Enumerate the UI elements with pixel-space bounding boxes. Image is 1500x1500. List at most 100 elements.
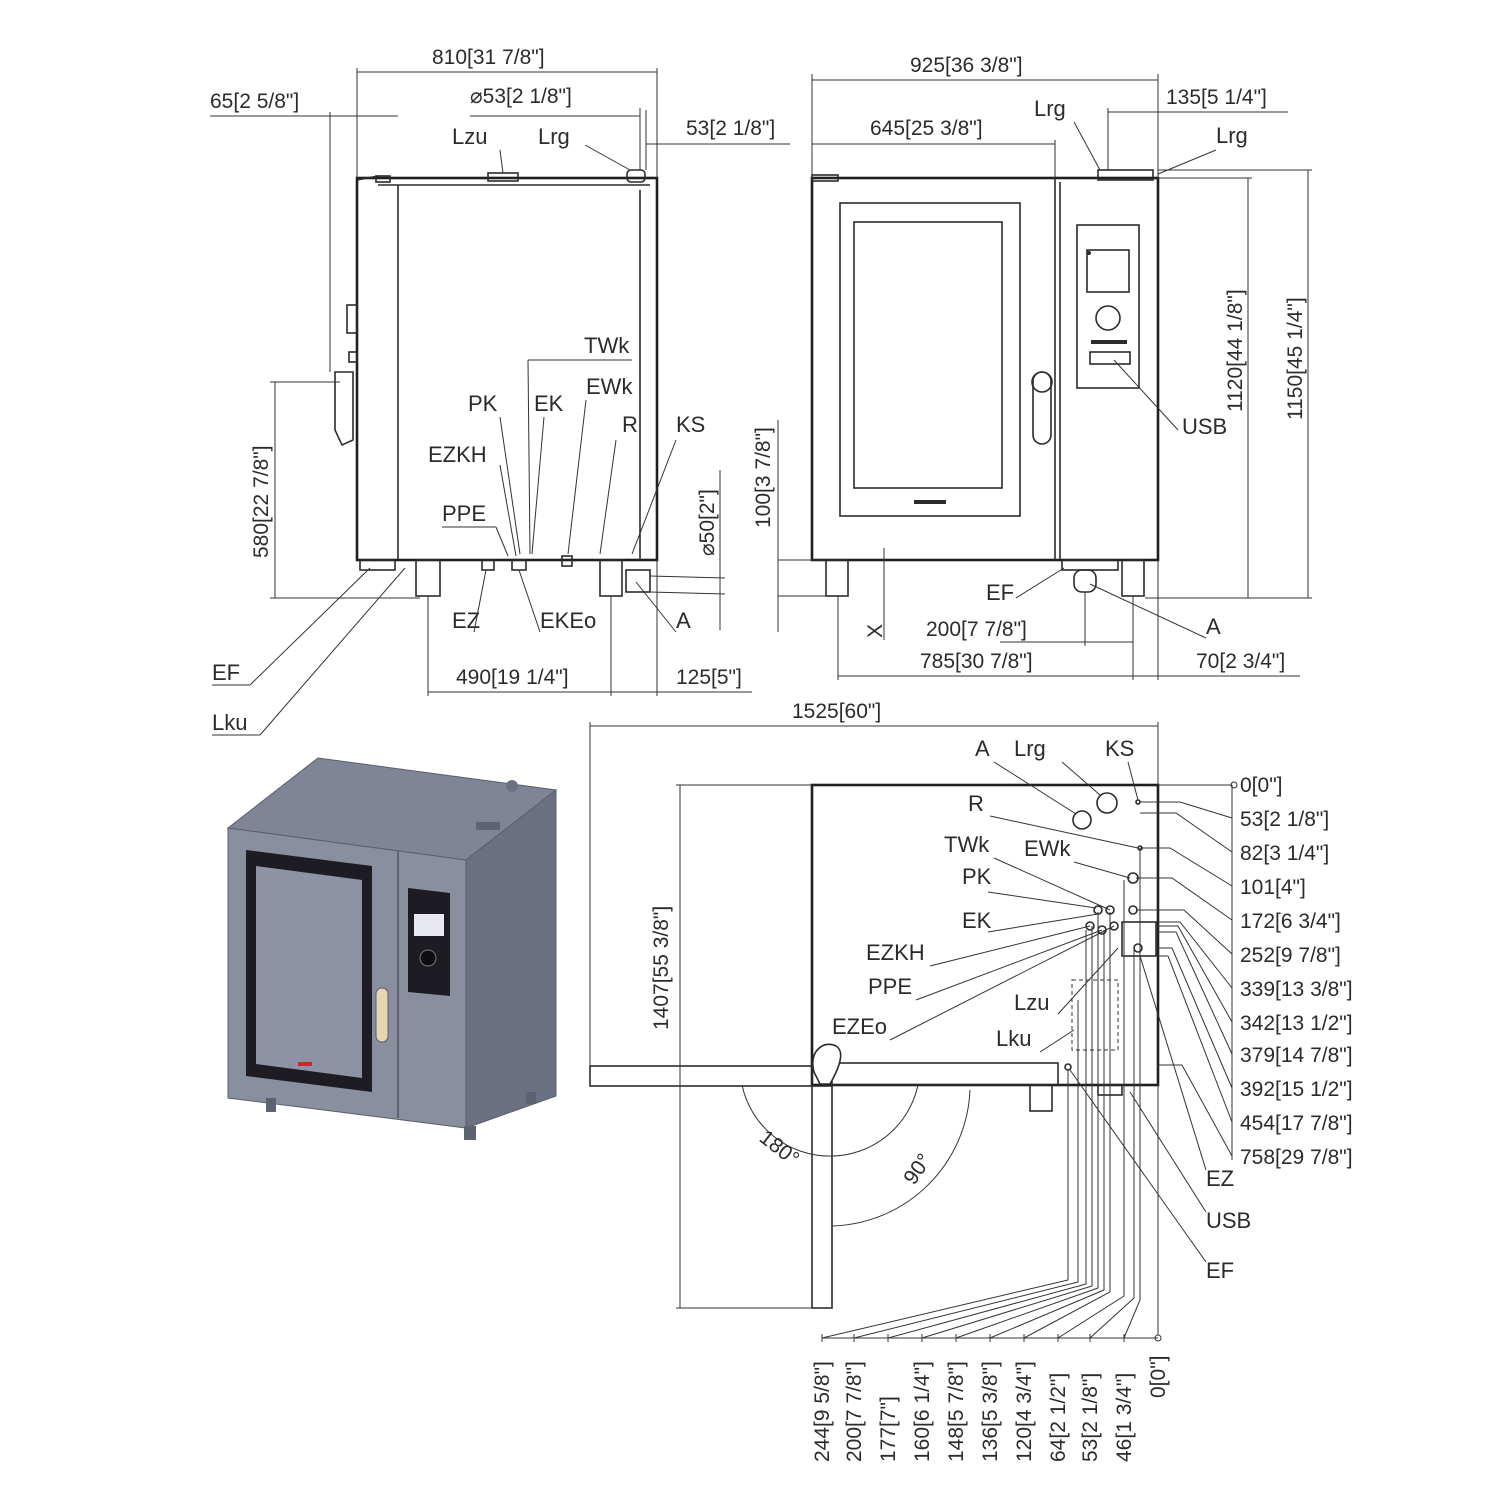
- side-width-dim: 810[31 7/8"]: [432, 46, 545, 69]
- side-handle: [334, 371, 354, 447]
- top-door-handle: [811, 1043, 842, 1085]
- front-door-glass: [853, 221, 1003, 489]
- top-total-depth-dim: 1525[60"]: [792, 700, 881, 723]
- front-control-panel: [1076, 224, 1140, 389]
- front-drain: [1073, 569, 1097, 593]
- bottom-ordinate-0: 0[0"]: [1147, 1356, 1170, 1398]
- side-leg-rear: [599, 559, 623, 597]
- front-view: 925[36 3/8"] 645[25 3/8"] 135[5 1/4"] 11…: [752, 54, 1312, 680]
- front-door-width-dim: 645[25 3/8"]: [870, 117, 983, 140]
- angle-90-label: 90°: [899, 1150, 936, 1189]
- side-leg-front: [415, 559, 441, 597]
- front-door-frame: [839, 202, 1021, 517]
- side-label-ef: EF: [212, 660, 240, 685]
- bottom-ordinate-160: 160[6 1/4"]: [911, 1361, 934, 1462]
- side-label-ekeo: EKEo: [540, 608, 596, 633]
- right-ordinate-82: 82[3 1/4"]: [1240, 842, 1329, 865]
- front-label-a: A: [1206, 614, 1221, 639]
- side-label-r: R: [622, 412, 638, 437]
- bottom-ordinate-200: 200[7 7/8"]: [843, 1361, 866, 1462]
- side-rear-offset-dim: 125[5"]: [676, 666, 742, 689]
- top-label-a: A: [975, 736, 990, 761]
- side-leg-span-dim: 490[19 1/4"]: [456, 666, 569, 689]
- side-drain-diameter-dim: ⌀50[2"]: [696, 489, 719, 556]
- right-ordinate-392: 392[15 1/2"]: [1240, 1078, 1353, 1101]
- front-view-body: [810, 176, 1160, 562]
- front-right-offset-dim: 135[5 1/4"]: [1166, 86, 1267, 109]
- front-usb-port: [1089, 351, 1131, 365]
- door-swing-open: [589, 1065, 813, 1087]
- front-height-body-dim: 1120[44 1/8"]: [1224, 289, 1247, 412]
- oven-3d-illustration: [226, 757, 558, 1140]
- top-label-ez: EZ: [1206, 1166, 1234, 1191]
- front-x-label: X: [864, 624, 887, 638]
- side-label-a: A: [676, 608, 691, 633]
- side-pipe-offset-dim: 53[2 1/8"]: [686, 117, 775, 140]
- right-ordinate-53: 53[2 1/8"]: [1240, 808, 1329, 831]
- bottom-ordinate-64: 64[2 1/2"]: [1047, 1373, 1070, 1462]
- arc-180: [741, 1084, 919, 1157]
- side-label-twk: TWk: [584, 333, 630, 358]
- top-door-depth-dim: 1407[55 3/8"]: [650, 906, 673, 1030]
- bottom-ordinate-53: 53[2 1/8"]: [1079, 1373, 1102, 1462]
- top-label-twk: TWk: [944, 832, 990, 857]
- top-leg: [1029, 1084, 1053, 1112]
- top-label-ezkh: EZKH: [866, 940, 925, 965]
- top-label-lrg: Lrg: [1014, 736, 1046, 761]
- side-left-offset-dim: 65[2 5/8"]: [210, 90, 299, 113]
- top-label-ks: KS: [1105, 736, 1134, 761]
- door-swing-90: [811, 1085, 833, 1309]
- side-label-lzu: Lzu: [452, 124, 487, 149]
- side-label-lrg: Lrg: [538, 124, 570, 149]
- front-door-handle: [1032, 371, 1052, 445]
- right-ordinate-0: 0[0"]: [1240, 774, 1282, 797]
- front-label-ef: EF: [986, 580, 1014, 605]
- top-label-ewk: EWk: [1024, 836, 1071, 861]
- side-label-ppe: PPE: [442, 501, 486, 526]
- bottom-ordinate-46: 46[1 3/4"]: [1113, 1373, 1136, 1462]
- front-leg-height-dim: 100[3 7/8"]: [752, 427, 775, 528]
- top-label-ek: EK: [962, 908, 992, 933]
- front-right-70-dim: 70[2 3/4"]: [1196, 650, 1285, 673]
- front-200-dim: 200[7 7/8"]: [926, 618, 1027, 641]
- right-ordinate-339: 339[13 3/8"]: [1240, 978, 1353, 1001]
- top-label-ef: EF: [1206, 1258, 1234, 1283]
- bottom-ordinate-120: 120[4 3/4"]: [1013, 1361, 1036, 1462]
- bottom-ordinate-177: 177[7"]: [877, 1396, 900, 1462]
- side-label-ez: EZ: [452, 608, 480, 633]
- side-pipe-diameter-dim: ⌀53[2 1/8"]: [470, 85, 572, 108]
- front-display: [1086, 249, 1130, 293]
- top-view: 180° 90° 1525[60"] 1407[55 3/8"]: [589, 700, 1353, 1462]
- right-ordinate-101: 101[4"]: [1240, 876, 1306, 899]
- front-label-lrg-right: Lrg: [1216, 123, 1248, 148]
- right-ordinate-379: 379[14 7/8"]: [1240, 1044, 1353, 1067]
- front-leg-left: [825, 559, 849, 597]
- side-drain: [625, 569, 651, 593]
- front-width-dim: 925[36 3/8"]: [910, 54, 1023, 77]
- top-a-port: [1072, 810, 1092, 830]
- side-label-lku: Lku: [212, 710, 247, 735]
- side-label-ek: EK: [534, 391, 564, 416]
- right-ordinate-454: 454[17 7/8"]: [1240, 1112, 1353, 1135]
- right-ordinate-252: 252[9 7/8"]: [1240, 944, 1341, 967]
- front-height-total-dim: 1150[45 1/4"]: [1284, 297, 1307, 420]
- side-label-ewk: EWk: [586, 374, 633, 399]
- top-label-pk: PK: [962, 864, 992, 889]
- arc-90: [831, 1089, 971, 1227]
- top-label-lzu: Lzu: [1014, 990, 1049, 1015]
- right-ordinate-758: 758[29 7/8"]: [1240, 1146, 1353, 1169]
- top-view-body: [810, 783, 1160, 1087]
- top-label-ppe: PPE: [868, 974, 912, 999]
- top-lrg-port: [1096, 792, 1118, 814]
- right-ordinate-342: 342[13 1/2"]: [1240, 1012, 1353, 1035]
- front-label-usb: USB: [1182, 414, 1227, 439]
- side-handle-height-dim: 580[22 7/8"]: [250, 445, 273, 558]
- top-usb-box: [1121, 921, 1157, 957]
- side-view-body: [355, 176, 659, 562]
- front-knob: [1095, 305, 1121, 331]
- front-leg-span-dim: 785[30 7/8"]: [920, 650, 1033, 673]
- front-label-lrg-top: Lrg: [1034, 96, 1066, 121]
- top-label-usb: USB: [1206, 1208, 1251, 1233]
- side-label-pk: PK: [468, 391, 498, 416]
